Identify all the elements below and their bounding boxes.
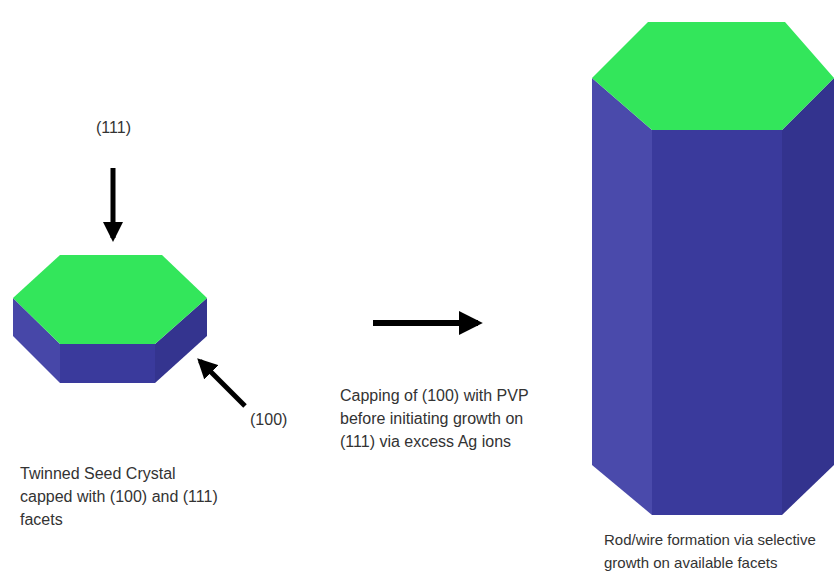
rod-front-face — [652, 130, 782, 515]
facet-arrow — [111, 168, 116, 238]
seed-front-face — [60, 344, 155, 383]
rod-side-face — [782, 78, 834, 515]
seed-caption: Twinned Seed Crystal capped with (100) a… — [20, 462, 225, 531]
process-arrow — [373, 320, 478, 326]
seed-top-facet — [13, 255, 207, 344]
rod-top-facet — [592, 22, 834, 130]
seed-crystal — [13, 255, 207, 383]
facet-arrow — [200, 361, 245, 406]
rod-crystal — [592, 22, 834, 515]
facet-label: (100) — [250, 408, 300, 431]
facet-label: (111) — [96, 116, 131, 139]
rod-side-face — [592, 78, 652, 515]
process-note: Capping of (100) with PVP before initiat… — [340, 384, 555, 453]
rod-caption: Rod/wire formation via selective growth … — [604, 528, 832, 574]
